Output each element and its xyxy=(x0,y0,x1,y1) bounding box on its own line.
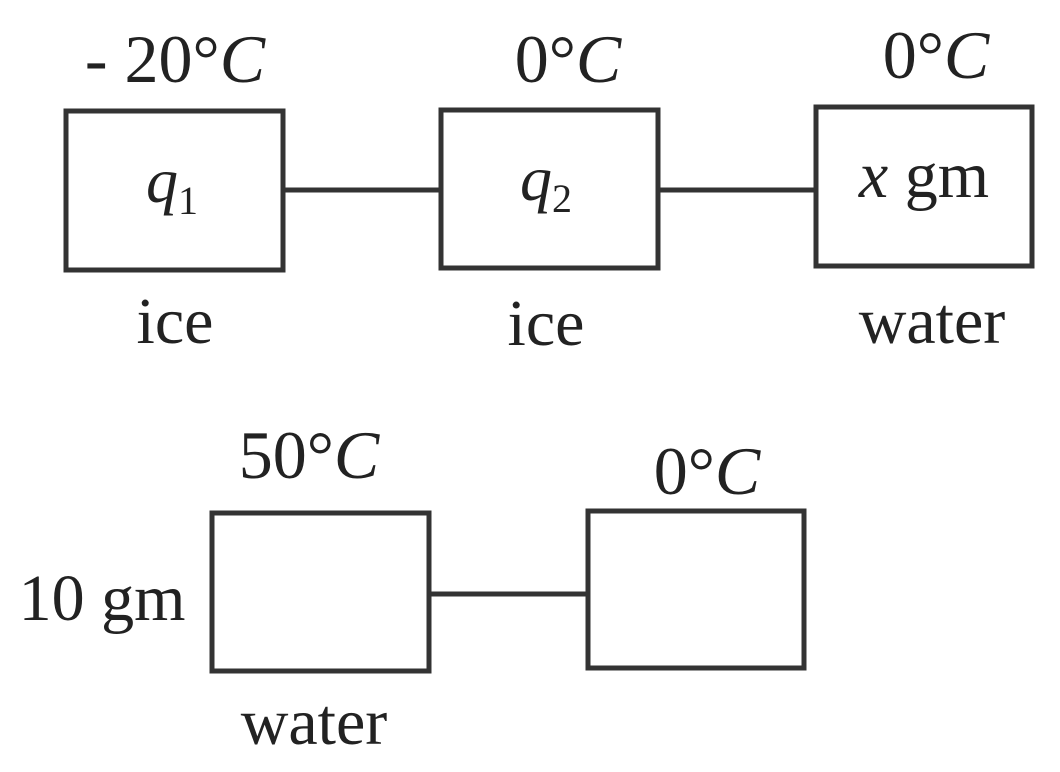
block1-material-label: ice xyxy=(137,285,214,358)
block3-mass-label: x gm xyxy=(858,139,989,212)
block4-mass-label: 10 gm xyxy=(19,562,186,635)
block3-material-label: water xyxy=(859,285,1006,358)
block2-material-label: ice xyxy=(508,287,585,360)
block3-water-box xyxy=(813,104,1035,269)
block2-temperature: 0°C xyxy=(515,21,622,97)
block4-water-box xyxy=(209,510,432,674)
block1-ice-box xyxy=(63,108,286,273)
block3-temperature: 0°C xyxy=(883,17,990,93)
block5-box xyxy=(585,508,807,671)
block2-ice-box xyxy=(438,107,661,271)
block4-temperature: 50°C xyxy=(239,417,380,493)
block5-temperature: 0°C xyxy=(654,433,761,509)
block1-heat-label: q1 xyxy=(146,145,198,223)
block2-heat-label: q2 xyxy=(520,143,572,221)
block1-temperature: - 20°C xyxy=(85,21,266,97)
block4-material-label: water xyxy=(241,686,388,759)
